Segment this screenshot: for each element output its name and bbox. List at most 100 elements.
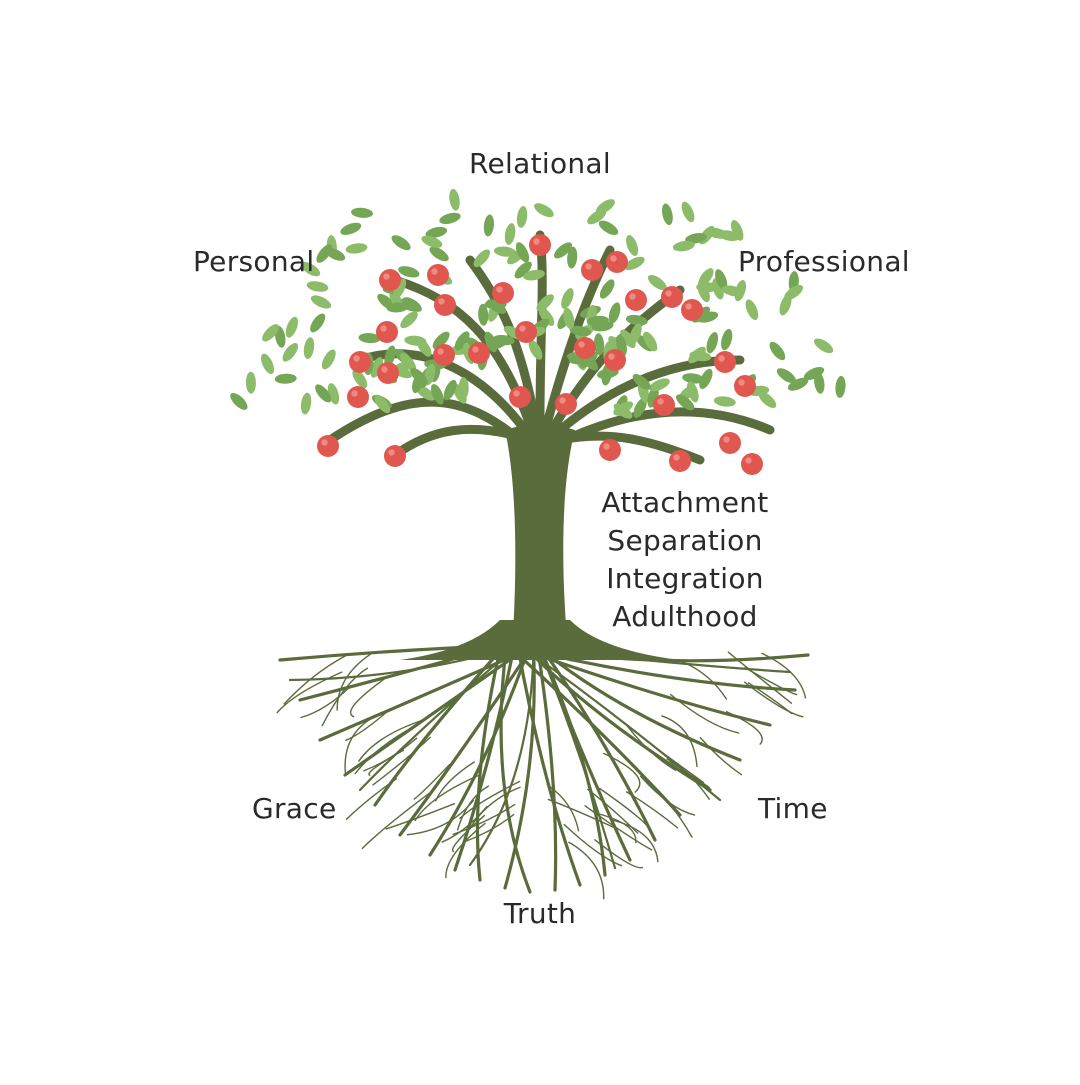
leaf bbox=[626, 235, 639, 256]
root-fork bbox=[681, 661, 728, 700]
stage-separation: Separation bbox=[607, 524, 763, 557]
leaf bbox=[598, 220, 619, 236]
root-strand bbox=[536, 643, 617, 870]
apple-highlight bbox=[657, 398, 664, 405]
leaf bbox=[315, 384, 332, 403]
apple bbox=[574, 337, 596, 359]
apple bbox=[347, 386, 369, 408]
leaf bbox=[345, 243, 368, 254]
leaf bbox=[569, 325, 592, 337]
root-fork bbox=[451, 814, 486, 853]
leaf bbox=[787, 377, 809, 391]
root-fork bbox=[761, 652, 807, 699]
apple-highlight bbox=[353, 355, 360, 362]
leaf bbox=[624, 256, 645, 271]
leaf bbox=[489, 335, 510, 350]
apple bbox=[606, 251, 628, 273]
root-strand bbox=[398, 643, 536, 837]
apple bbox=[661, 286, 683, 308]
leaf bbox=[567, 246, 578, 269]
leaf bbox=[386, 302, 409, 313]
apple-highlight bbox=[685, 303, 692, 310]
leaf bbox=[528, 339, 543, 360]
apple bbox=[376, 321, 398, 343]
root-fork bbox=[456, 785, 490, 831]
apple bbox=[379, 269, 401, 291]
apple-highlight bbox=[496, 286, 503, 293]
leaf bbox=[675, 394, 695, 411]
leaf bbox=[699, 368, 713, 390]
apple bbox=[719, 432, 741, 454]
root-fork bbox=[699, 736, 743, 776]
leaf bbox=[384, 345, 396, 367]
apple-highlight bbox=[472, 346, 479, 353]
apple-highlight bbox=[718, 355, 725, 362]
apple-highlight bbox=[383, 273, 390, 280]
leaf bbox=[425, 226, 448, 238]
root-fork bbox=[349, 675, 390, 718]
root-fork bbox=[594, 839, 644, 869]
apple bbox=[529, 234, 551, 256]
leaf bbox=[285, 316, 299, 338]
leaf bbox=[686, 381, 699, 403]
root-fork bbox=[725, 711, 763, 745]
leaf bbox=[439, 212, 461, 225]
apple-highlight bbox=[351, 390, 358, 397]
root-strand bbox=[358, 643, 520, 792]
leaf bbox=[776, 368, 796, 384]
root-fork bbox=[470, 786, 521, 828]
root-fork bbox=[727, 651, 793, 704]
leaf bbox=[358, 333, 381, 344]
apple-highlight bbox=[513, 390, 520, 397]
leaf bbox=[698, 268, 714, 287]
leaf bbox=[563, 307, 575, 330]
leaf bbox=[713, 396, 736, 407]
leaf bbox=[647, 274, 667, 291]
apple-highlight bbox=[673, 454, 680, 461]
apple bbox=[317, 435, 339, 457]
leaf bbox=[599, 279, 615, 299]
root-strand bbox=[503, 643, 536, 890]
leaf bbox=[483, 214, 495, 237]
leaf bbox=[835, 375, 846, 398]
root-strand bbox=[499, 643, 532, 894]
apple-highlight bbox=[321, 439, 328, 446]
leaf bbox=[432, 331, 450, 349]
leaf bbox=[421, 235, 443, 248]
leaf bbox=[443, 379, 457, 401]
root-fork bbox=[414, 774, 481, 822]
tree-roots bbox=[276, 620, 810, 900]
label-professional: Professional bbox=[738, 245, 910, 278]
leaf bbox=[595, 199, 615, 215]
root-fork bbox=[336, 653, 371, 711]
root-fork bbox=[546, 784, 580, 832]
root-strand bbox=[537, 643, 632, 862]
root-fork bbox=[744, 667, 798, 696]
leaf bbox=[803, 367, 825, 380]
leaf bbox=[643, 331, 658, 352]
apple bbox=[555, 393, 577, 415]
root-fork bbox=[276, 671, 343, 714]
leaf bbox=[681, 201, 695, 223]
leaf bbox=[682, 373, 705, 384]
leaf bbox=[730, 220, 744, 241]
apple bbox=[653, 394, 675, 416]
root-fork bbox=[626, 725, 677, 772]
root-fork bbox=[603, 752, 641, 793]
root-strand bbox=[453, 643, 516, 872]
leaf bbox=[473, 249, 491, 268]
leaf bbox=[493, 246, 516, 257]
apple-highlight bbox=[665, 290, 672, 297]
apple bbox=[384, 445, 406, 467]
leaf bbox=[662, 203, 673, 226]
leaf bbox=[306, 281, 329, 292]
trunk-body bbox=[505, 420, 575, 650]
leaf bbox=[706, 332, 719, 354]
apple bbox=[734, 375, 756, 397]
root-fork bbox=[669, 693, 740, 734]
label-relational: Relational bbox=[469, 147, 611, 180]
leaf bbox=[706, 227, 728, 239]
leaf bbox=[721, 285, 744, 297]
apple-highlight bbox=[533, 238, 540, 245]
leaf bbox=[391, 235, 411, 251]
